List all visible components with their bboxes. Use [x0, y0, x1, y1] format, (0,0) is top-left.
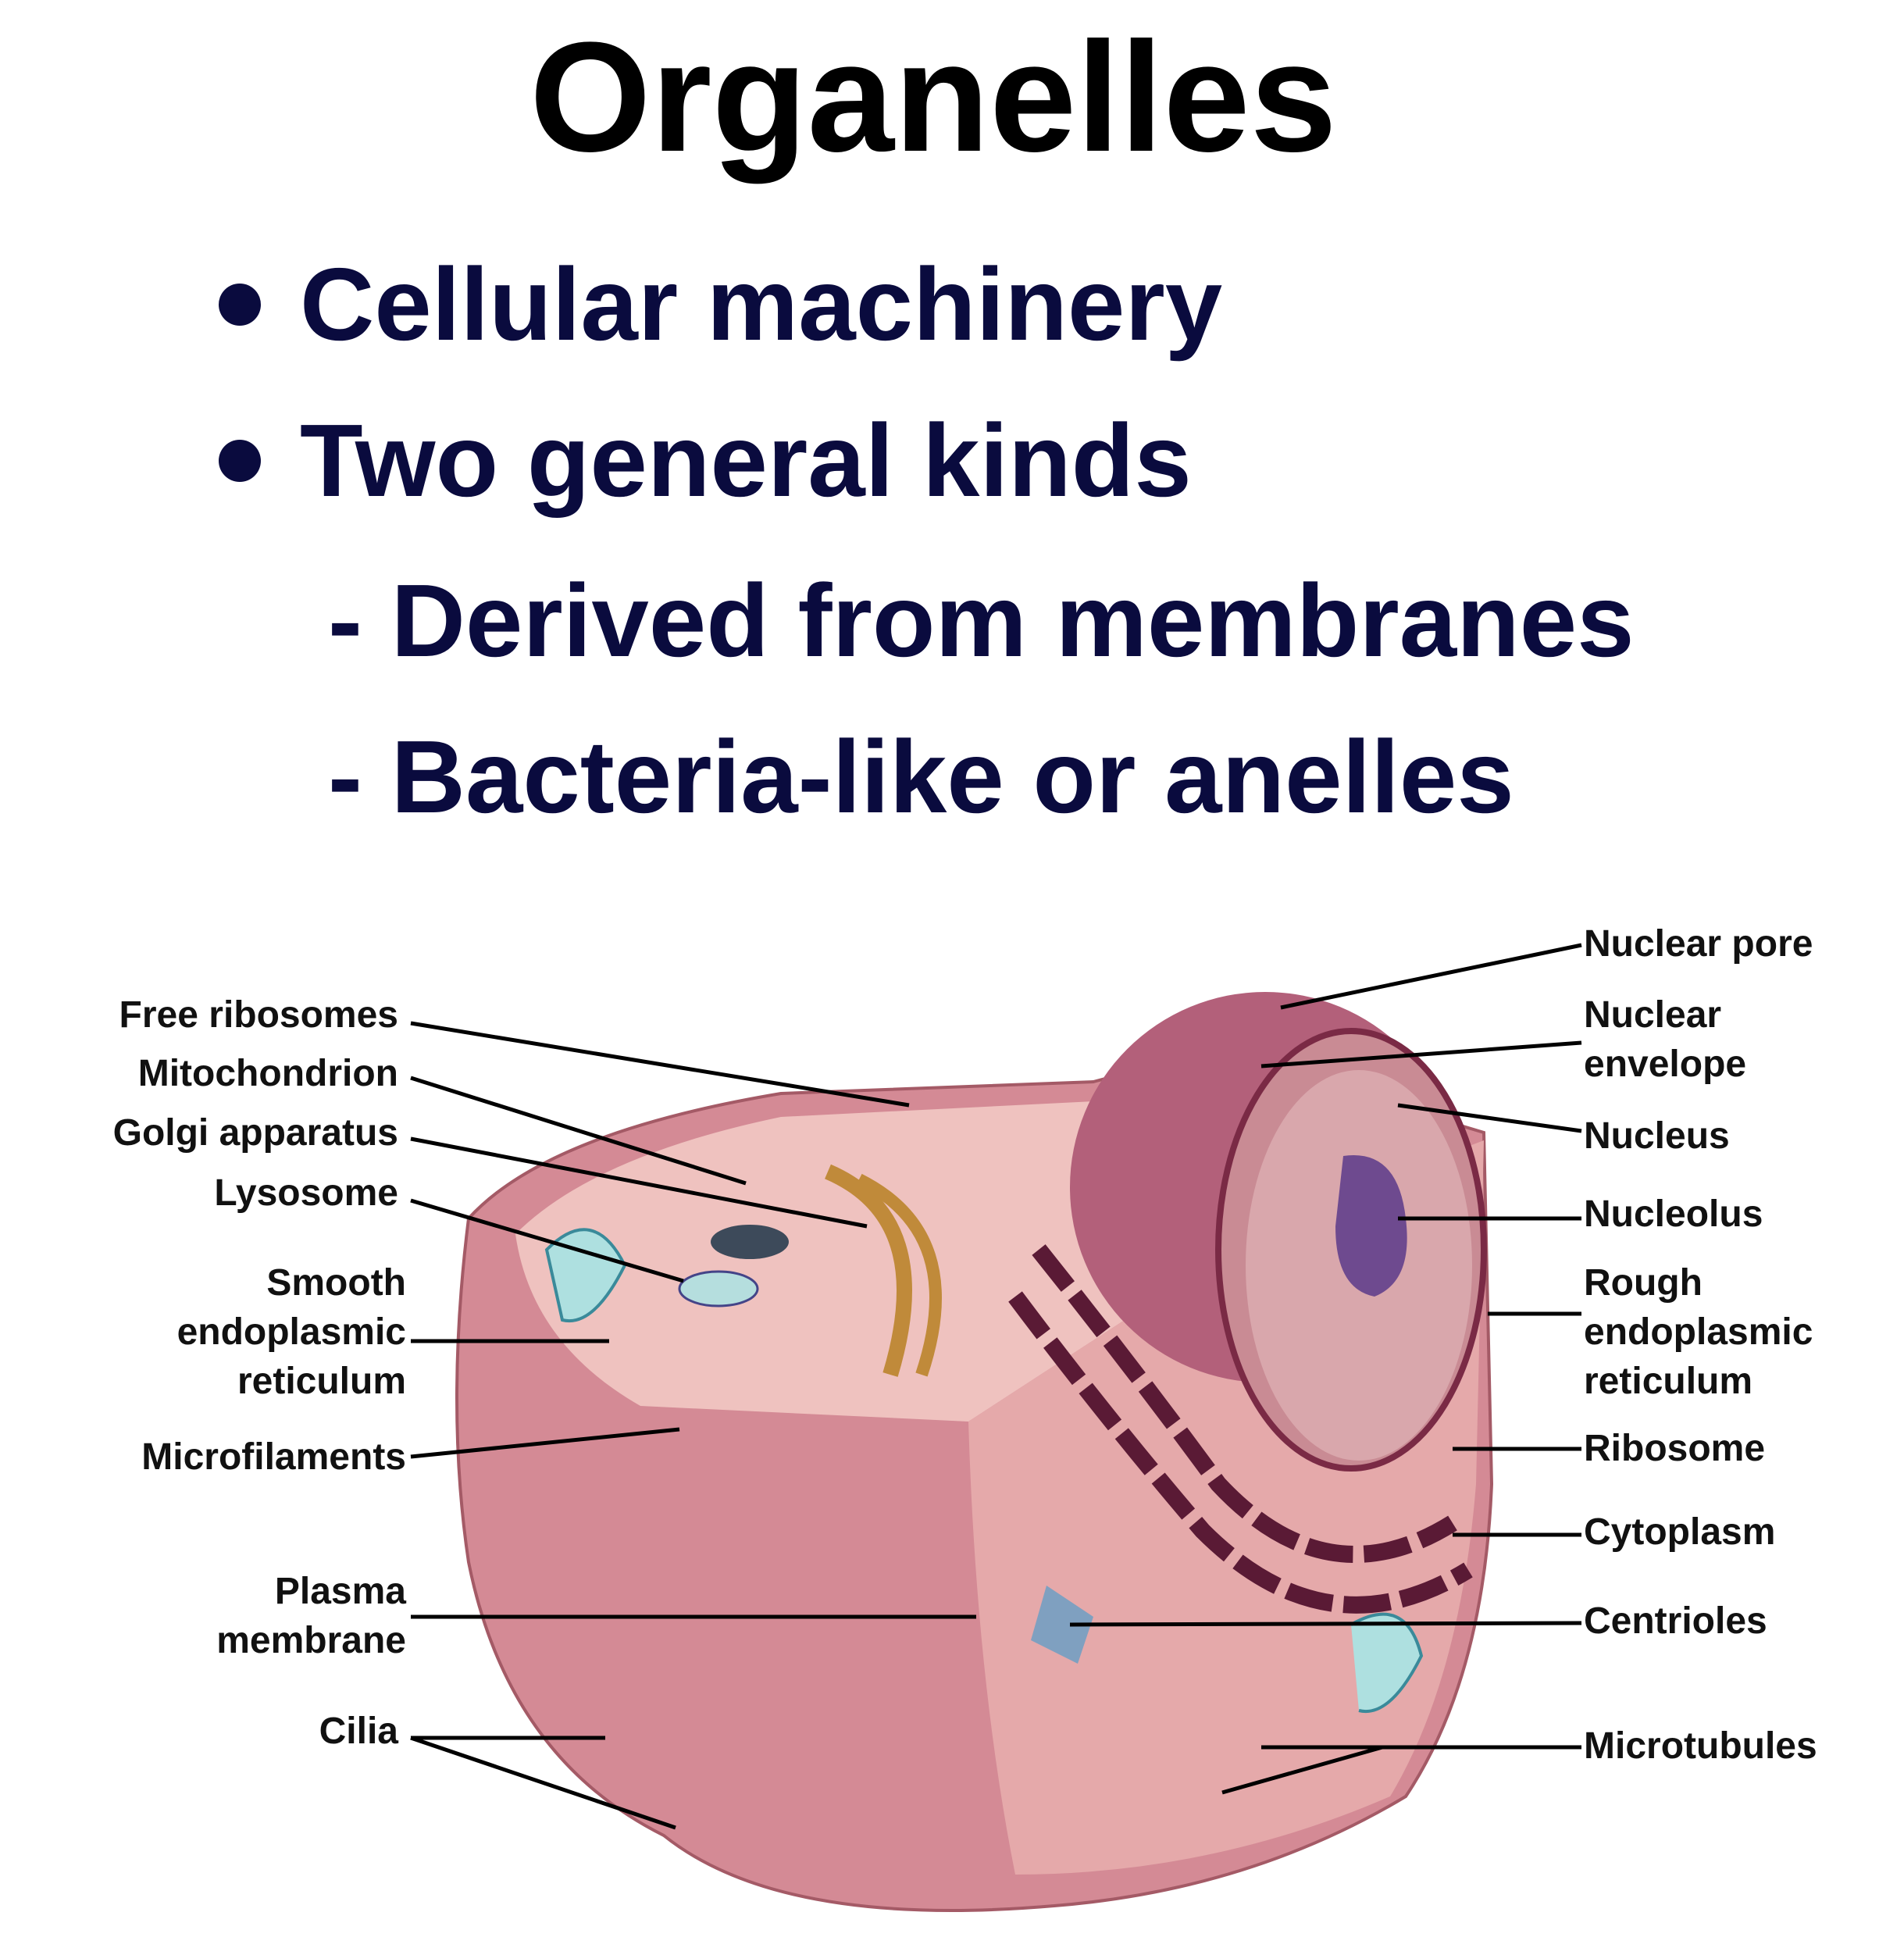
subbullet-1: - Derived from membranes: [328, 563, 1635, 678]
subbullet-2: - Bacteria-like or anelles: [328, 719, 1514, 834]
label-microfilaments: Microfilaments: [141, 1436, 406, 1478]
label-lysosome: Lysosome: [214, 1172, 398, 1214]
label-microtubules: Microtubules: [1584, 1725, 1817, 1767]
slide-title: Organelles: [529, 10, 1337, 184]
label-free-ribosomes: Free ribosomes: [119, 994, 398, 1036]
bullet-dot: [219, 440, 261, 483]
label-cilia: Cilia: [319, 1711, 398, 1752]
label-golgi: Golgi apparatus: [112, 1112, 398, 1154]
bullet-text: Cellular machinery: [300, 247, 1223, 362]
label-nucleolus: Nucleolus: [1584, 1193, 1763, 1235]
cell-illustration: [455, 992, 1494, 1912]
label-mitochondrion: Mitochondrion: [137, 1053, 398, 1094]
bullet-dot: [219, 284, 261, 326]
bullet-1: Cellular machinery: [219, 242, 1873, 367]
label-nucleus: Nucleus: [1584, 1115, 1730, 1157]
leader-lines: [410, 943, 1582, 1830]
bullet-2: Two general kinds: [219, 398, 1873, 523]
label-nuclear-pore: Nuclear pore: [1584, 923, 1813, 965]
bullet-text: Two general kinds: [300, 403, 1192, 518]
label-cytoplasm: Cytoplasm: [1584, 1511, 1776, 1553]
label-ribosome: Ribosome: [1584, 1428, 1766, 1469]
label-centrioles: Centrioles: [1584, 1600, 1767, 1642]
